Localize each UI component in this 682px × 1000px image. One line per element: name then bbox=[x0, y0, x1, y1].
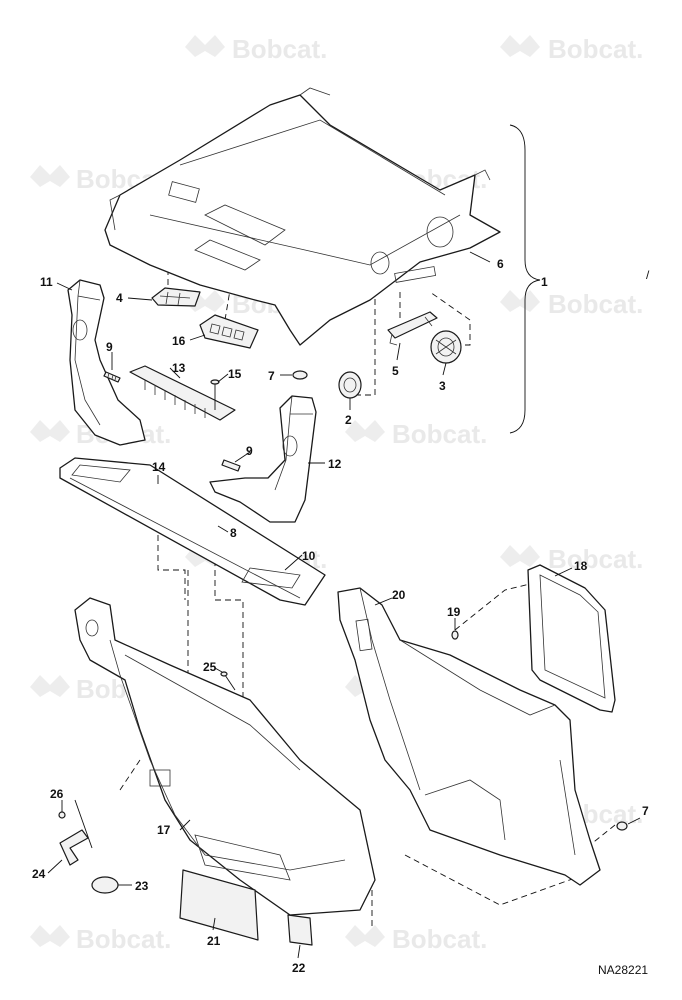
callout-23: 23 bbox=[135, 879, 149, 893]
part-11-left-pillar bbox=[67, 279, 146, 446]
callout-1: 1 bbox=[541, 275, 548, 289]
watermark: Bobcat. bbox=[392, 419, 487, 449]
part-22-pad bbox=[287, 914, 313, 946]
callout-17: 17 bbox=[157, 823, 171, 837]
bobcat-logo-icon bbox=[500, 35, 540, 57]
callout-labels: 1 2 3 4 5 6 7 7 8 9 9 10 11 12 13 14 15 … bbox=[32, 257, 649, 975]
part-9-clip-right bbox=[221, 459, 241, 472]
watermark: Bobcat. bbox=[76, 924, 171, 954]
callout-20: 20 bbox=[392, 588, 406, 602]
bobcat-logo-icon bbox=[345, 925, 385, 947]
bobcat-logo-icon bbox=[500, 290, 540, 312]
part-10-floor-plate bbox=[59, 457, 326, 606]
callout-9-right: 9 bbox=[246, 444, 253, 458]
callout-19: 19 bbox=[447, 605, 461, 619]
part-5-bracket bbox=[387, 311, 438, 346]
part-18-window bbox=[527, 564, 616, 713]
callout-26: 26 bbox=[50, 787, 64, 801]
callout-7-lower: 7 bbox=[642, 804, 649, 818]
part-6-headliner bbox=[104, 87, 501, 346]
bobcat-logo-icon bbox=[30, 420, 70, 442]
part-3-speaker bbox=[430, 330, 462, 364]
callout-6: 6 bbox=[497, 257, 504, 271]
bobcat-logo-icon bbox=[345, 420, 385, 442]
bobcat-logo-icon bbox=[30, 925, 70, 947]
callout-10: 10 bbox=[302, 549, 316, 563]
callout-14: 14 bbox=[152, 460, 166, 474]
part-9-clip-left bbox=[103, 371, 121, 383]
part-7-push-nut bbox=[292, 370, 308, 380]
callout-4: 4 bbox=[116, 291, 123, 305]
part-17-rear-panel bbox=[74, 597, 376, 916]
part-20-side-panel bbox=[337, 587, 601, 886]
callout-15: 15 bbox=[228, 367, 242, 381]
callout-11: 11 bbox=[40, 275, 53, 289]
part-19-fastener bbox=[451, 630, 459, 640]
callout-25: 25 bbox=[203, 660, 217, 674]
watermark: Bobcat. bbox=[232, 34, 327, 64]
callout-7-top: 7 bbox=[268, 369, 275, 383]
callout-18: 18 bbox=[574, 559, 588, 573]
bobcat-logo-icon bbox=[30, 165, 70, 187]
part-12-right-pillar bbox=[209, 395, 317, 523]
callout-21: 21 bbox=[207, 934, 221, 948]
bobcat-logo-icon bbox=[30, 675, 70, 697]
part-2-speaker bbox=[338, 371, 362, 399]
part-13-grille bbox=[129, 365, 236, 421]
callout-22: 22 bbox=[292, 961, 306, 975]
part-15-screw bbox=[210, 379, 220, 410]
part-21-pad bbox=[179, 869, 259, 941]
part-16-switch-panel bbox=[199, 314, 259, 349]
callout-12: 12 bbox=[328, 457, 342, 471]
callout-5: 5 bbox=[392, 364, 399, 378]
callout-24: 24 bbox=[32, 867, 46, 881]
watermark: Bobcat. bbox=[548, 34, 643, 64]
callout-8: 8 bbox=[230, 526, 237, 540]
part-26-screw bbox=[58, 811, 66, 819]
part-7-push-nut-lower bbox=[616, 821, 628, 831]
part-4-dome-light bbox=[151, 287, 201, 307]
callout-13: 13 bbox=[172, 361, 186, 375]
stray-mark: / bbox=[646, 268, 650, 282]
bobcat-logo-icon bbox=[185, 35, 225, 57]
watermark: Bobcat. bbox=[548, 289, 643, 319]
leader-lines bbox=[47, 251, 641, 959]
group-bracket bbox=[509, 124, 541, 434]
callout-16: 16 bbox=[172, 334, 186, 348]
callout-3: 3 bbox=[439, 379, 446, 393]
part-23-strap bbox=[91, 876, 119, 894]
callout-2: 2 bbox=[345, 413, 352, 427]
part-24-bracket bbox=[59, 799, 93, 866]
callout-9-left: 9 bbox=[106, 340, 113, 354]
bobcat-logo-icon bbox=[500, 545, 540, 567]
drawing-reference-number: NA28221 bbox=[598, 963, 648, 977]
watermark: Bobcat. bbox=[392, 924, 487, 954]
watermark: Bobcat. bbox=[548, 544, 643, 574]
part-25-screw bbox=[220, 671, 236, 691]
